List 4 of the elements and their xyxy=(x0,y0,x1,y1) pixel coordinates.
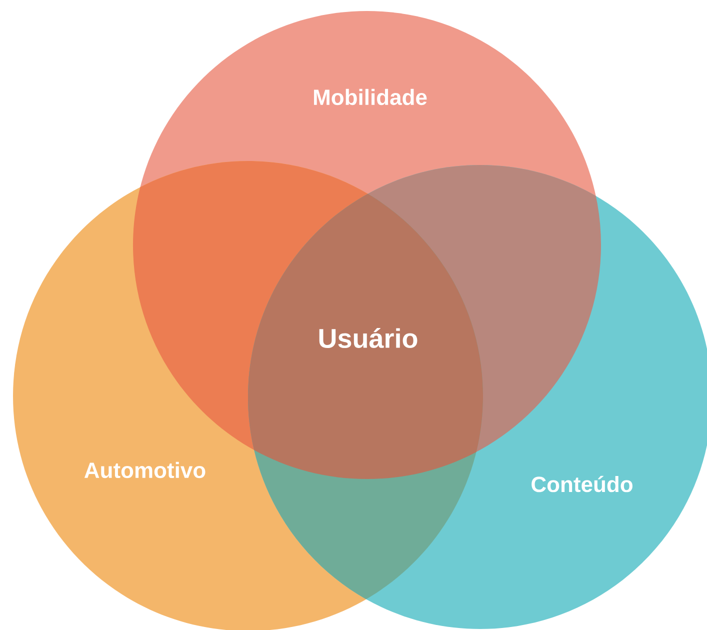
circle-label: Automotivo xyxy=(84,462,206,478)
circle-label: Conteúdo xyxy=(532,476,632,492)
center-label: Usuário xyxy=(319,328,418,348)
circle-label: Mobilidade xyxy=(314,88,427,106)
